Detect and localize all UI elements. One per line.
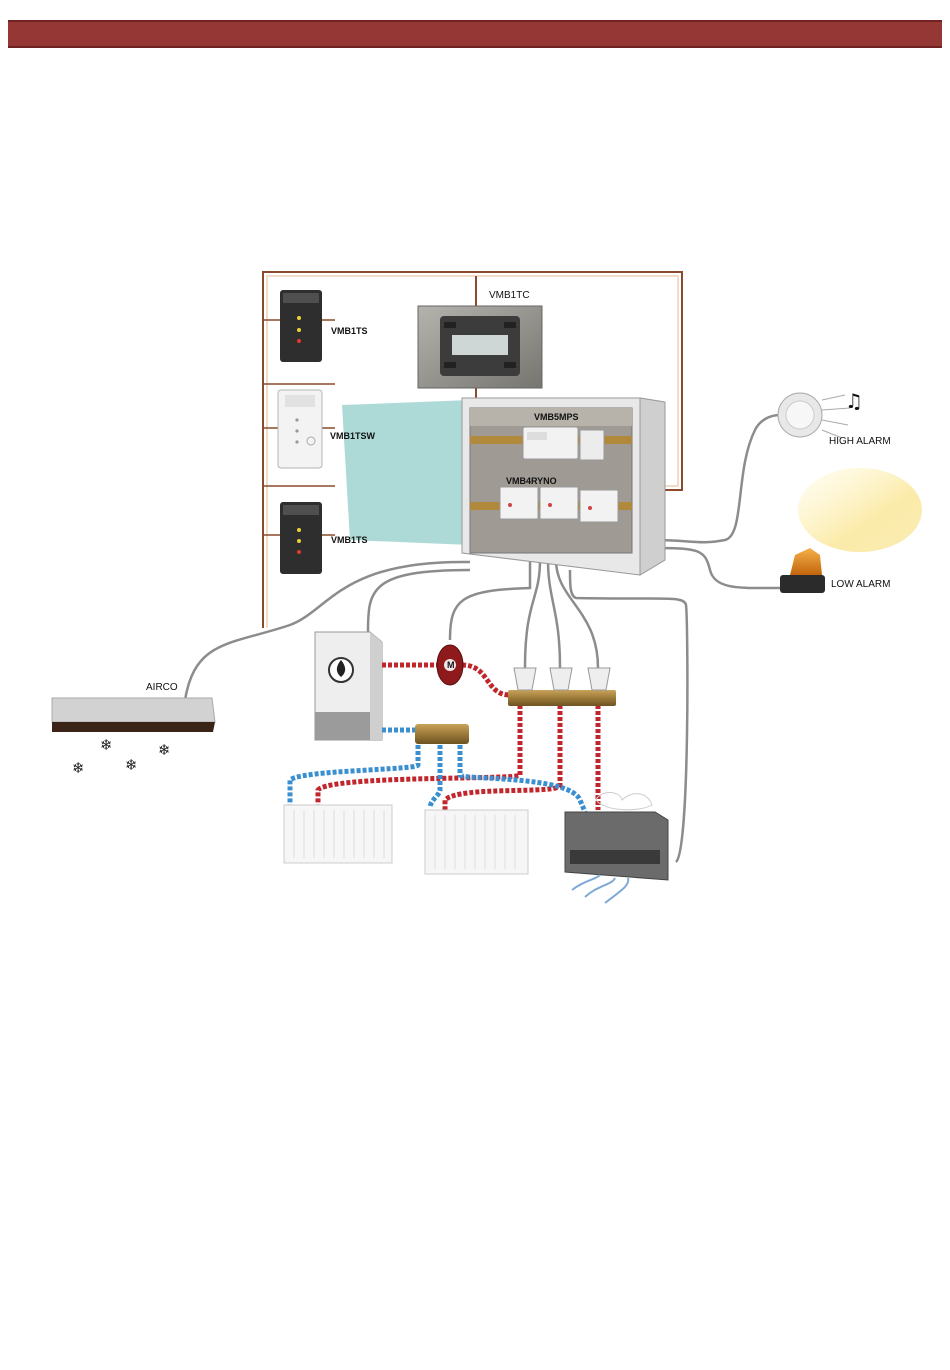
vmb1tc-label: VMB1TC — [489, 290, 530, 301]
beacon-light — [780, 468, 922, 593]
radiator-right — [425, 810, 528, 874]
vmb4ryno-module — [500, 487, 618, 522]
airco-label: AIRCO — [146, 682, 178, 693]
snowflake-icon: ❄ — [125, 756, 138, 774]
radiator-left — [284, 805, 392, 863]
snowflake-icon: ❄ — [100, 736, 113, 754]
vmb1tsw-device — [278, 390, 322, 468]
valve — [514, 668, 610, 690]
vmb1ts-bottom-device — [280, 502, 322, 574]
vmb5mps-label: VMB5MPS — [534, 412, 579, 422]
vmb1tc-thermostat — [418, 306, 542, 388]
vmb1ts-bottom-label: VMB1TS — [331, 535, 368, 545]
airflow-arrows — [572, 875, 628, 903]
snowflake-icon: ❄ — [72, 759, 85, 777]
vmb5mps-module — [523, 427, 604, 460]
vmb1ts-top-label: VMB1TS — [331, 326, 368, 336]
manifold — [508, 668, 616, 706]
cabinet-glass-pane — [342, 400, 470, 545]
pump-label: M — [447, 660, 455, 670]
airco-unit — [52, 698, 215, 732]
return-collector — [415, 724, 469, 744]
vmb4ryno-label: VMB4RYNO — [506, 476, 557, 486]
low-alarm-label: LOW ALARM — [831, 579, 890, 590]
siren — [778, 393, 850, 438]
vmb1ts-top-device — [280, 290, 322, 362]
music-note-icon: ♫ — [845, 389, 863, 413]
convector-heater — [565, 793, 668, 881]
high-alarm-label: HIGH ALARM — [829, 436, 891, 447]
vmb1tsw-label: VMB1TSW — [330, 431, 376, 441]
boiler — [315, 632, 382, 740]
snowflake-icon: ❄ — [158, 741, 171, 759]
